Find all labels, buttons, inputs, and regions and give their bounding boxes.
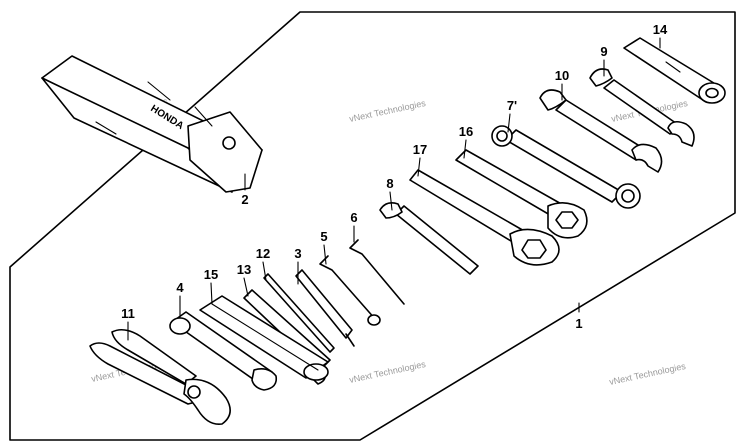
leader-lines bbox=[127, 37, 661, 341]
part-label-14: 14 bbox=[653, 22, 668, 37]
part-label-9: 9 bbox=[600, 44, 607, 59]
part-label-15: 15 bbox=[204, 267, 218, 282]
pliers-11 bbox=[89, 328, 231, 426]
wrench-10 bbox=[539, 89, 663, 173]
part-label-11: 11 bbox=[121, 306, 135, 321]
part-label-4: 4 bbox=[176, 280, 184, 295]
spanner-17 bbox=[409, 169, 560, 266]
part-label-16: 16 bbox=[459, 124, 473, 139]
part-label-12: 12 bbox=[256, 246, 270, 261]
part-label-3: 3 bbox=[294, 246, 301, 261]
spark-plug-wrench-4 bbox=[169, 311, 278, 391]
tool-bag: HONDA bbox=[41, 55, 263, 193]
spanner-8 bbox=[379, 202, 479, 275]
part-label-10: 10 bbox=[555, 68, 569, 83]
part-label-1: 1 bbox=[575, 316, 582, 331]
toolkit-panel bbox=[9, 11, 736, 441]
part-label-8: 8 bbox=[386, 176, 393, 191]
wrench-7 bbox=[491, 125, 641, 209]
part-label-17: 17 bbox=[413, 142, 427, 157]
screwdriver-12 bbox=[263, 273, 335, 353]
part-label-2: 2 bbox=[241, 192, 248, 207]
watermark: vNext Technologies bbox=[608, 361, 687, 387]
wrench-9 bbox=[589, 68, 695, 147]
part-labels: 1 2 3 4 5 6 7' 8 9 10 11 12 13 14 15 16 … bbox=[121, 22, 668, 331]
watermark: vNext Technologies bbox=[348, 98, 427, 124]
screwdriver-3 bbox=[295, 269, 355, 347]
part-label-5: 5 bbox=[320, 229, 327, 244]
part-label-7: 7' bbox=[507, 98, 517, 113]
hex-key-6 bbox=[349, 239, 405, 305]
part-label-6: 6 bbox=[350, 210, 357, 225]
watermark: vNext Technologies bbox=[348, 359, 427, 385]
part-label-13: 13 bbox=[237, 262, 251, 277]
wrench-16 bbox=[455, 149, 588, 239]
socket bbox=[623, 37, 726, 104]
hex-key-5 bbox=[319, 255, 381, 326]
extension-bar-15 bbox=[199, 295, 329, 381]
